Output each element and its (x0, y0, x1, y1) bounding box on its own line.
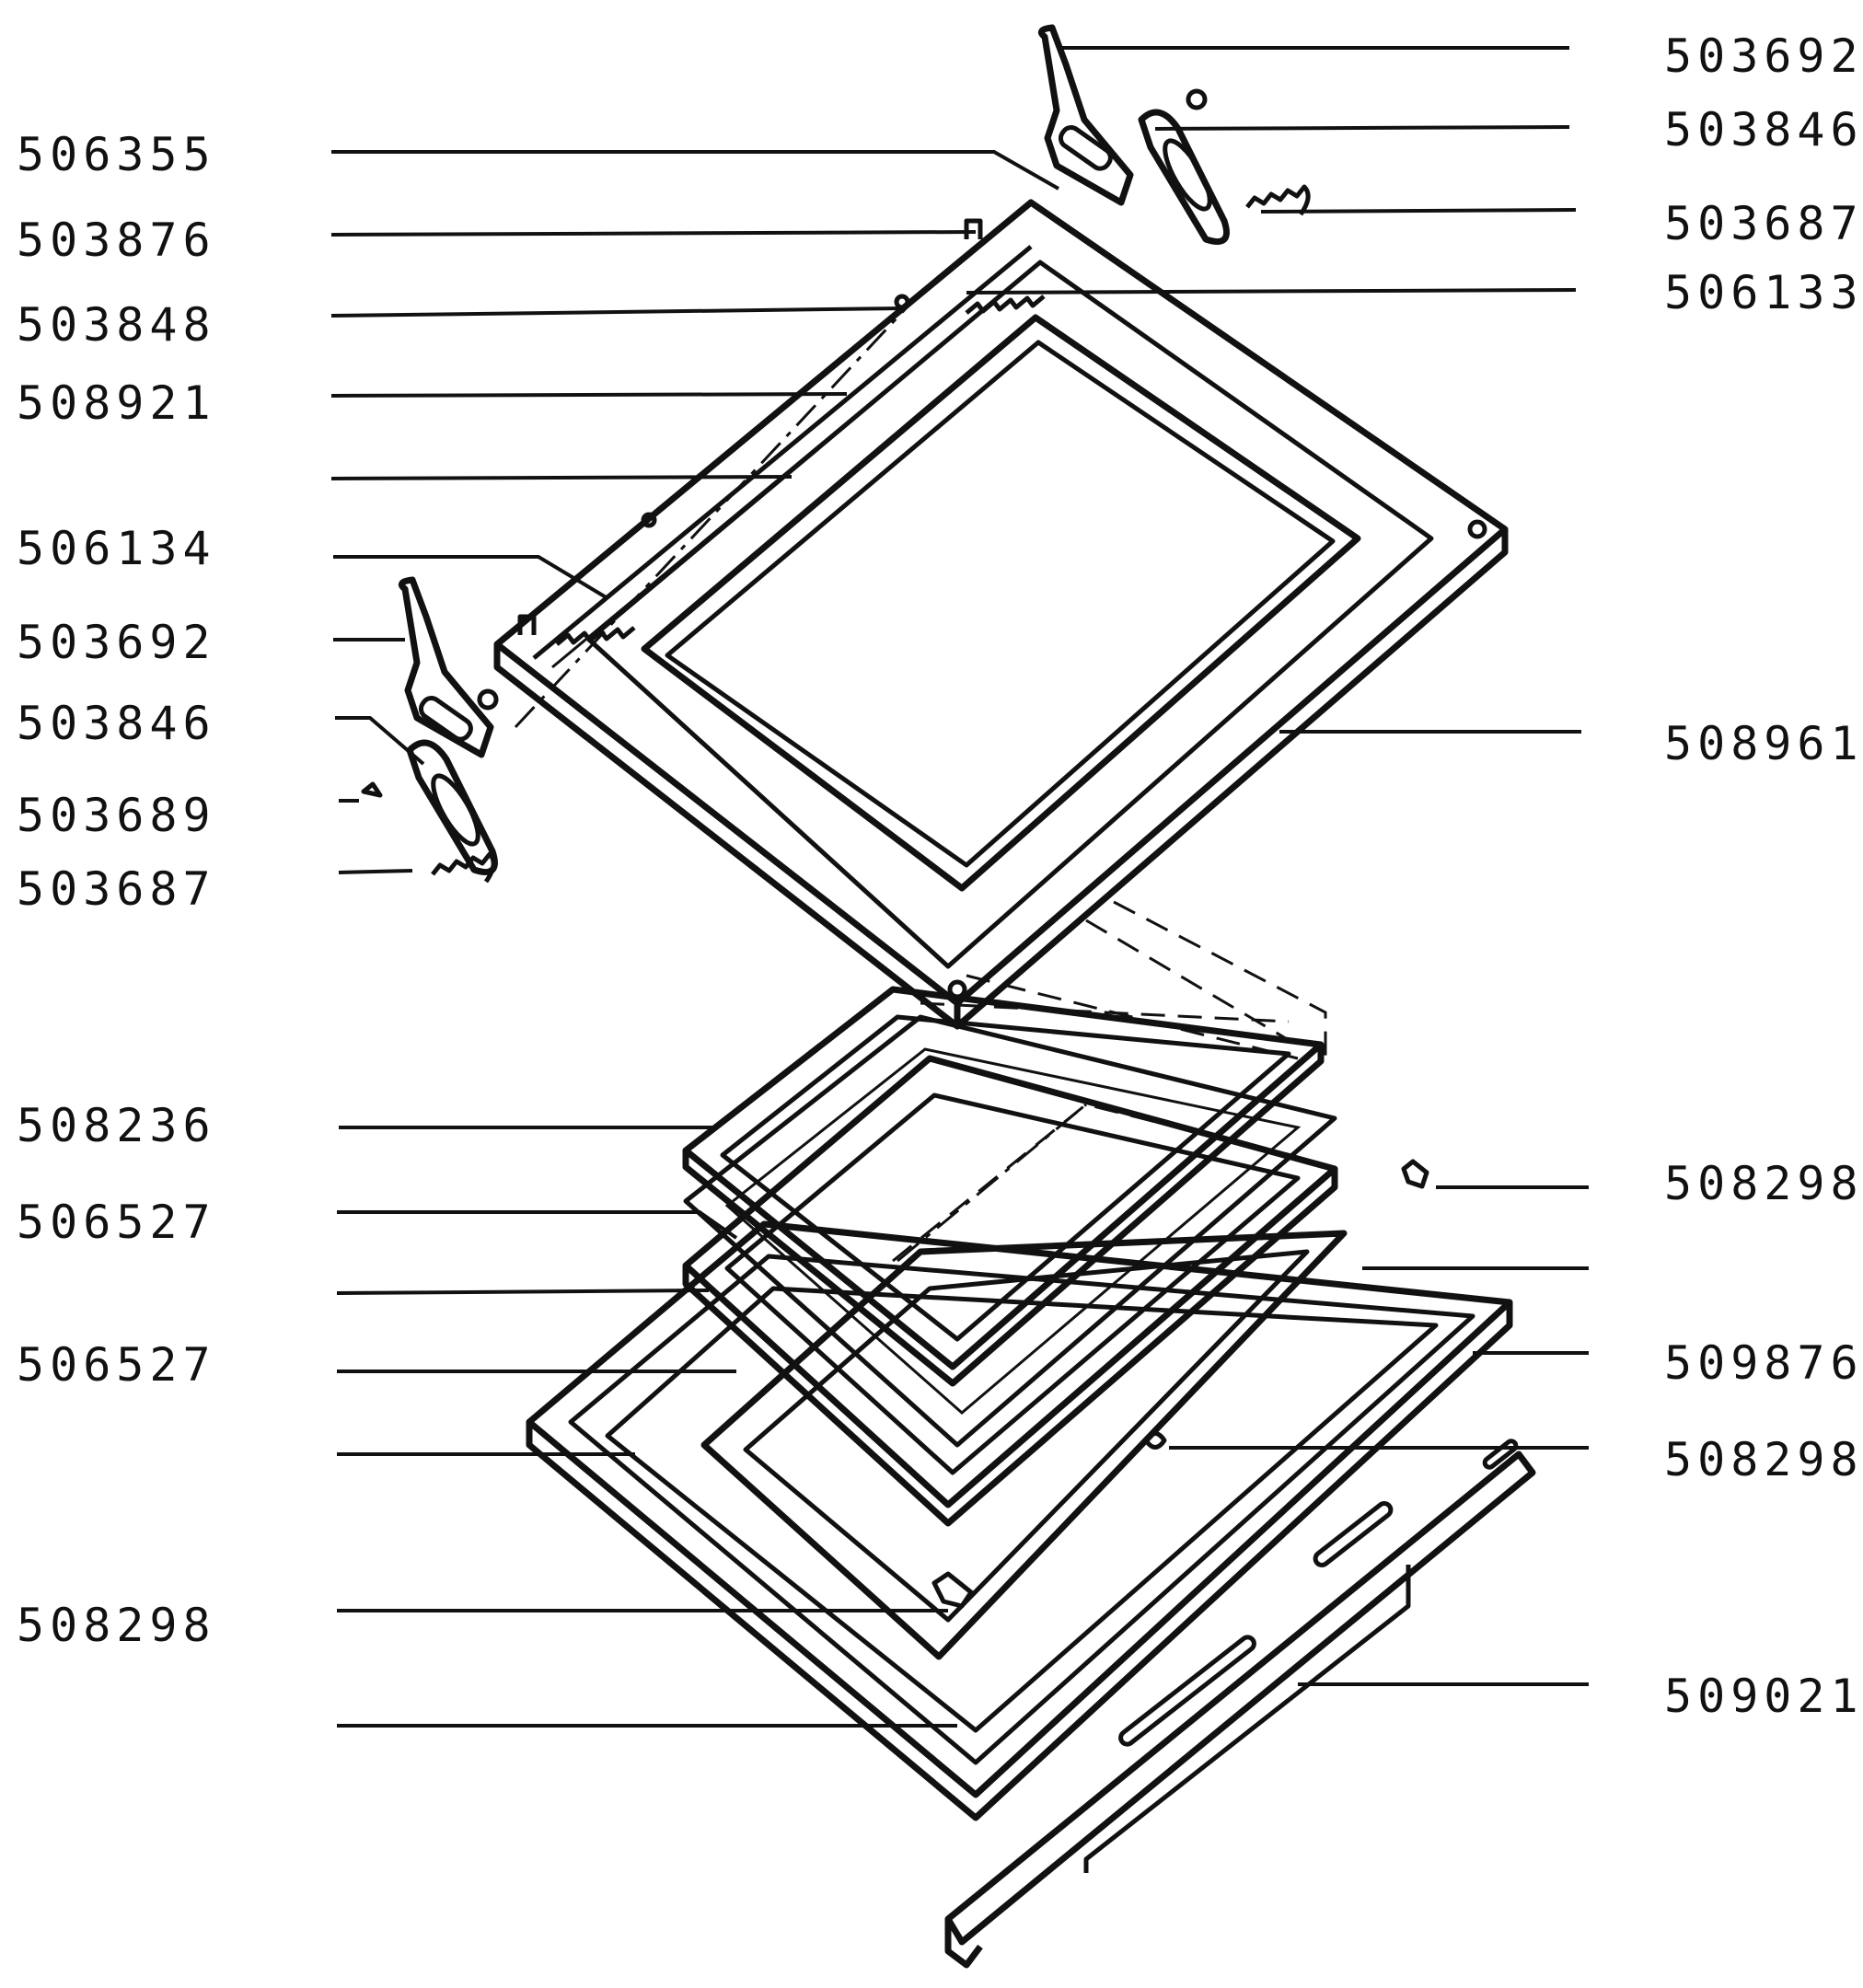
leader-503846-left (335, 716, 425, 766)
screw-503848 (894, 294, 910, 310)
leader-503848 (330, 306, 903, 318)
clip-508298-top (1401, 1159, 1429, 1189)
handle-bar-509021 (944, 1439, 1536, 1969)
part-label-503848[interactable]: 503848 (17, 298, 216, 352)
left-hinge-bracket (361, 576, 499, 884)
hinge-spring-506134 (555, 626, 636, 646)
right-hinge-bracket (1038, 24, 1311, 245)
part-label-509876[interactable]: 509876 (1664, 1336, 1863, 1390)
part-label-506133[interactable]: 506133 (1664, 266, 1863, 319)
left-labels: 506355 503876 503848 508921 506134 50369… (17, 128, 216, 1652)
clip-508298-lower (932, 1571, 974, 1609)
right-leader-lines (966, 46, 1589, 1686)
door-frame-outer (493, 199, 1509, 1007)
clip-503876 (964, 218, 983, 239)
part-label-508298-right-lower[interactable]: 508298 (1664, 1433, 1863, 1486)
leader-unlabeled-1 (330, 475, 793, 480)
part-label-508961[interactable]: 508961 (1664, 717, 1863, 770)
clip-508298-middle (1143, 1431, 1167, 1450)
part-label-506527-upper[interactable]: 506527 (17, 1196, 216, 1249)
part-label-506355[interactable]: 506355 (17, 128, 216, 181)
part-label-506527-lower[interactable]: 506527 (17, 1338, 216, 1392)
hinge-spring-506133 (965, 295, 1046, 315)
leader-503876 (330, 230, 977, 237)
inner-frame-c (700, 1230, 1348, 1660)
part-label-506134[interactable]: 506134 (17, 522, 216, 575)
part-label-503689[interactable]: 503689 (17, 789, 216, 842)
left-leader-lines (330, 150, 1059, 1728)
part-label-503846-right[interactable]: 503846 (1664, 103, 1863, 156)
part-label-503846-left[interactable]: 503846 (17, 697, 216, 750)
part-label-509021[interactable]: 509021 (1664, 1670, 1863, 1723)
inner-frame-506527-b (682, 1055, 1338, 1527)
part-label-503687-right[interactable]: 503687 (1664, 197, 1863, 250)
leader-unlabeled-2 (336, 1289, 710, 1295)
leader-508921 (330, 392, 848, 398)
leader-503687-right (1260, 208, 1577, 214)
part-label-503687-left[interactable]: 503687 (17, 862, 216, 916)
part-label-503876[interactable]: 503876 (17, 214, 216, 267)
leader-506527-upper (337, 1210, 738, 1240)
leader-503846-right (1154, 125, 1570, 131)
part-label-503692-left[interactable]: 503692 (17, 616, 216, 669)
outer-door-509876 (526, 1220, 1513, 1821)
leader-506134 (333, 555, 609, 600)
leader-506133 (966, 288, 1577, 295)
leader-503687-left (338, 869, 413, 874)
part-label-508921[interactable]: 508921 (17, 376, 216, 430)
part-label-508298-right-upper[interactable]: 508298 (1664, 1157, 1863, 1210)
part-label-503692-right[interactable]: 503692 (1664, 29, 1863, 83)
part-label-508298-left[interactable]: 508298 (17, 1599, 216, 1652)
hinge-axis-line (514, 291, 922, 729)
part-label-508236[interactable]: 508236 (17, 1099, 216, 1152)
inner-frame-506527-a (683, 1014, 1337, 1448)
door-frame (493, 199, 1509, 1030)
inner-glass-dashed (892, 900, 1327, 1263)
leader-506355 (331, 150, 1059, 191)
right-labels: 503692 503846 503687 506133 508961 50829… (1664, 29, 1863, 1723)
